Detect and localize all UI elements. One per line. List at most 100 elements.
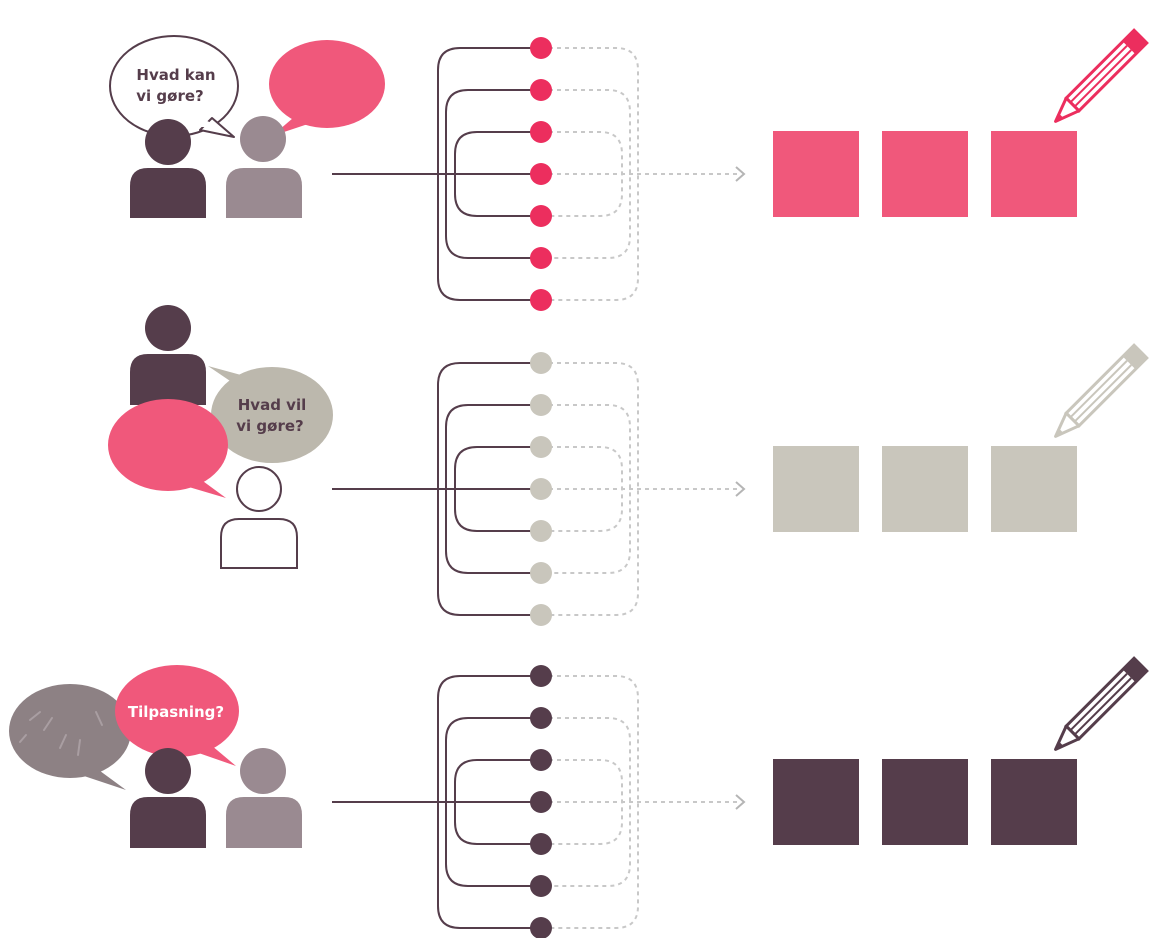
person-head [236,466,282,512]
flow-node-2 [530,394,552,416]
flow-node-6 [530,562,552,584]
result-square-1 [773,131,859,217]
flow-node-3 [530,436,552,458]
result-square-3 [991,759,1077,845]
flow-node-5 [530,520,552,542]
person-head [145,305,191,351]
row2-question-line1: Hvad vil [238,396,306,414]
result-square-1 [773,446,859,532]
person-head [145,119,191,165]
person-body [220,518,298,569]
bubble-body [108,399,228,491]
flow-node-2 [530,79,552,101]
pencil-eraser [1122,658,1147,683]
speech-bubble-pink [269,40,385,136]
bubble-tail [182,476,226,498]
person-dark [130,119,206,218]
bubble-body [211,367,333,463]
person-dark [130,305,206,405]
flow-node-4 [530,163,552,185]
bubble-body [269,40,385,128]
row1-question-line1: Hvad kan [136,66,215,84]
pencil-eraser [1122,345,1147,370]
output-arrow-icon [735,166,746,182]
row3-question: Tilpasning? [128,703,224,721]
row1-flow [332,28,1149,311]
flow-node-4 [530,478,552,500]
pencil-icon [1054,28,1149,123]
result-square-3 [991,131,1077,217]
bubble-tail-cover [200,120,220,127]
pencil-tip [1054,724,1081,751]
flow-node-5 [530,833,552,855]
bubble-tail [190,740,236,766]
flow-node-6 [530,247,552,269]
row2-flow [332,343,1149,626]
person-body [130,168,206,218]
output-arrow-icon [735,481,746,497]
person-head [240,748,286,794]
person-outline [220,466,298,569]
pencil-tip [1054,96,1081,123]
person-body [226,797,302,848]
flow-node-1 [530,352,552,374]
pencil-lead [1055,741,1064,750]
result-square-2 [882,131,968,217]
row3-flow [332,656,1149,939]
pencil-stripe [1073,364,1132,423]
person-body [226,168,302,218]
row1-people: Hvad kan vi gøre? [109,35,385,218]
pencil-lead [1055,428,1064,437]
bubble-body [115,665,239,757]
dashed-arc-1 [541,362,639,616]
person-body [130,354,206,405]
bubble-tail [84,768,126,790]
pencil-icon [1054,343,1149,438]
flow-node-1 [530,665,552,687]
result-square-2 [882,759,968,845]
pencil-stripe [1069,673,1128,732]
result-square-1 [773,759,859,845]
flow-node-2 [530,707,552,729]
dashed-arc-1 [541,675,639,929]
flow-node-5 [530,205,552,227]
row3-people: Tilpasning? [9,665,302,848]
row1-question-line2: vi gøre? [136,87,203,105]
speech-bubble-beige [208,366,333,463]
flow-node-3 [530,121,552,143]
dashed-arc-2 [541,404,631,574]
person-body [130,797,206,848]
flow-node-7 [530,289,552,311]
flow-node-4 [530,791,552,813]
output-arrow-icon [735,794,746,810]
pencil-stripe [1069,45,1128,104]
photo-texture [19,711,103,756]
pencil-stripe [1073,677,1132,736]
person-gray [226,748,302,848]
pencil-stripe [1073,49,1132,108]
result-square-2 [882,446,968,532]
flow-node-1 [530,37,552,59]
person-gray [226,116,302,218]
dashed-arc-2 [541,717,631,887]
person-head [145,748,191,794]
flow-node-6 [530,875,552,897]
pencil-icon [1054,656,1149,751]
flow-node-3 [530,749,552,771]
person-dark [130,748,206,848]
pencil-stripe [1069,360,1128,419]
bubble-body [9,684,131,778]
person-head [240,116,286,162]
pencil-tip [1054,411,1081,438]
speech-bubble-pink: Tilpasning? [115,665,239,766]
flow-node-7 [530,604,552,626]
row2-question-line2: vi gøre? [236,417,303,435]
dashed-arc-2 [541,89,631,259]
pencil-eraser [1122,30,1147,55]
flow-node-7 [530,917,552,939]
pencil-lead [1055,113,1064,122]
row2-people: Hvad vil vi gøre? [108,305,333,569]
speech-bubble-photo [9,684,131,790]
